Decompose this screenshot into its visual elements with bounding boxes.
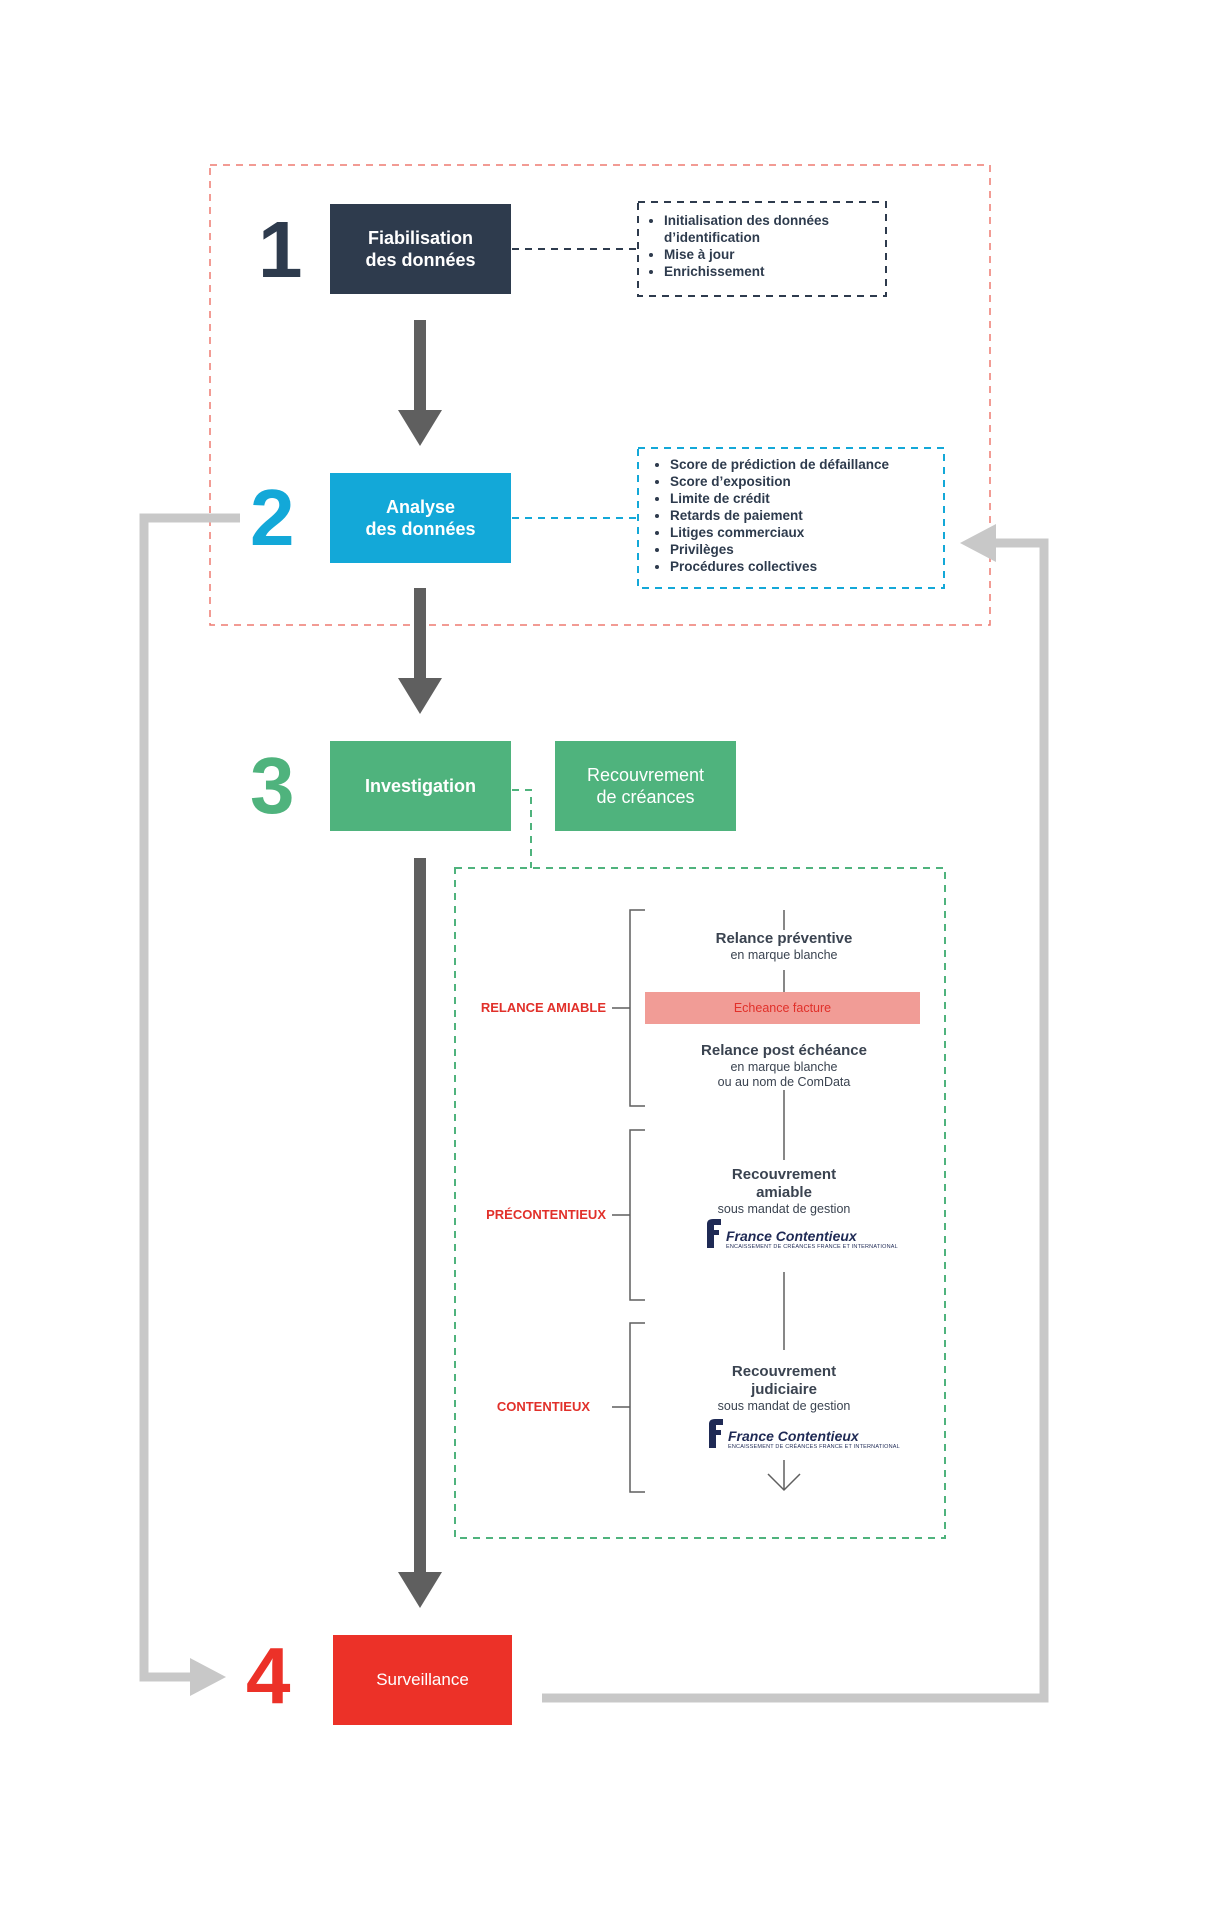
- analysis-group-frame: [209, 164, 991, 626]
- note1-item: Initialisation des données d’identificat…: [664, 212, 880, 246]
- relance-post-echeance: Relance post échéance en marque blanche …: [664, 1042, 904, 1090]
- step-1-label: Fiabilisation des données: [365, 228, 476, 270]
- note2-item: Privilèges: [670, 541, 946, 558]
- echeance-band: Echeance facture: [645, 992, 920, 1024]
- note-step-2: Score de prédiction de défaillance Score…: [656, 456, 946, 575]
- recouvrement-amiable: Recouvrement amiable sous mandat de gest…: [664, 1166, 904, 1217]
- stage-label-contentieux: CONTENTIEUX: [496, 1399, 590, 1414]
- step-4-number: 4: [246, 1631, 291, 1720]
- loop-right-arrowhead: [960, 524, 996, 562]
- note2-item: Litiges commerciaux: [670, 524, 946, 541]
- relance-preventive: Relance préventive en marque blanche: [664, 930, 904, 963]
- arrow-2-to-3: [398, 588, 442, 714]
- note-step-1: Initialisation des données d’identificat…: [650, 212, 880, 280]
- note2-item: Procédures collectives: [670, 558, 946, 575]
- relance-preventive-title: Relance préventive: [715, 930, 853, 947]
- recouvrement-judiciaire-subtitle: sous mandat de gestion: [717, 1399, 851, 1413]
- france-contentieux-tagline: ENCAISSEMENT DE CRÉANCES FRANCE ET INTER…: [728, 1444, 900, 1450]
- note2-item: Score d’exposition: [670, 473, 946, 490]
- echeance-label: Echeance facture: [733, 1001, 832, 1015]
- note2-item: Score de prédiction de défaillance: [670, 456, 946, 473]
- arrow-3-to-4: [398, 858, 442, 1608]
- france-contentieux-name: France Contentieux: [726, 1228, 857, 1244]
- recouvrement-judiciaire: Recouvrement judiciaire sous mandat de g…: [664, 1363, 904, 1414]
- france-contentieux-logo: France Contentieux ENCAISSEMENT DE CRÉAN…: [705, 1218, 898, 1251]
- recouvrement-box: Recouvrement de créances: [555, 741, 736, 831]
- recouvrement-amiable-title: Recouvrement amiable: [731, 1166, 837, 1201]
- loop-right-arrow: [542, 538, 1049, 1703]
- recouvrement-judiciaire-title: Recouvrement judiciaire: [731, 1363, 837, 1398]
- note2-frame: [637, 447, 945, 589]
- step-1-number: 1: [258, 205, 303, 294]
- relance-preventive-subtitle: en marque blanche: [730, 948, 838, 962]
- step-2-box: Analyse des données: [330, 473, 511, 563]
- step-4-box: Surveillance: [333, 1635, 512, 1725]
- recovery-process-frame: [454, 867, 946, 1539]
- note1-item: Mise à jour: [664, 246, 880, 263]
- relance-post-subtitle: en marque blanche ou au nom de ComData: [717, 1060, 851, 1089]
- step-1-box: Fiabilisation des données: [330, 204, 511, 294]
- stage-label-precontentieux: PRÉCONTENTIEUX: [486, 1207, 606, 1222]
- recouvrement-label: Recouvrement de créances: [586, 765, 705, 807]
- note1-item: Enrichissement: [664, 263, 880, 280]
- stage-brackets: [612, 909, 645, 1493]
- process-spine: [767, 910, 801, 1492]
- france-contentieux-name: France Contentieux: [728, 1428, 859, 1444]
- recovery-connector: [512, 789, 532, 868]
- france-contentieux-mark-icon: [705, 1218, 723, 1248]
- arrow-1-to-2: [398, 320, 442, 446]
- stage-label-relance-amiable: RELANCE AMIABLE: [480, 1000, 606, 1015]
- step-2-number: 2: [250, 473, 295, 562]
- relance-post-title: Relance post échéance: [701, 1042, 867, 1059]
- step-3-box: Investigation: [330, 741, 511, 831]
- france-contentieux-mark-icon: [707, 1418, 725, 1448]
- note2-item: Limite de crédit: [670, 490, 946, 507]
- recouvrement-amiable-subtitle: sous mandat de gestion: [717, 1202, 851, 1216]
- step-2-label: Analyse des données: [365, 497, 476, 539]
- loop-left-arrow: [139, 513, 240, 1682]
- note1-frame: [637, 201, 887, 297]
- france-contentieux-logo: France Contentieux ENCAISSEMENT DE CRÉAN…: [707, 1418, 900, 1451]
- france-contentieux-tagline: ENCAISSEMENT DE CRÉANCES FRANCE ET INTER…: [726, 1244, 898, 1250]
- step-3-number: 3: [250, 741, 295, 830]
- step-4-label: Surveillance: [376, 1670, 469, 1689]
- step-3-label: Investigation: [364, 776, 476, 796]
- note2-item: Retards de paiement: [670, 507, 946, 524]
- loop-left-arrowhead: [190, 1658, 226, 1696]
